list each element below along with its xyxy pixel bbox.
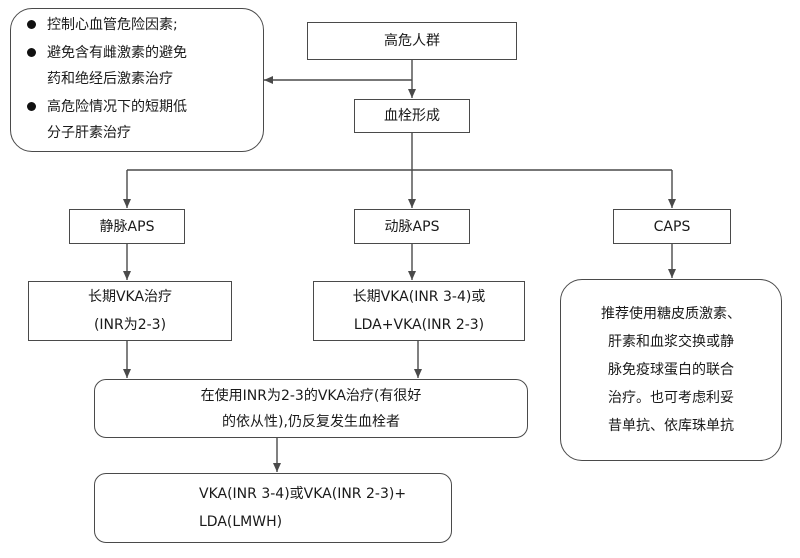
prevention-item: 避免含有雌激素的避免 药和绝经后激素治疗 <box>25 43 253 89</box>
bullet-icon <box>27 20 36 29</box>
arterial-treatment-text: 长期VKA(INR 3-4)或 <box>352 289 486 305</box>
escalation-text: VKA(INR 3-4)或VKA(INR 2-3)+ <box>199 486 407 502</box>
caps-box: CAPS <box>613 209 731 244</box>
prevention-text: 高危险情况下的短期低 <box>47 99 187 115</box>
venous-treatment-text: (INR为2-3) <box>93 317 167 333</box>
prevention-item: 控制心血管危险因素; <box>25 15 253 35</box>
prevention-text: 药和绝经后激素治疗 <box>47 71 173 87</box>
venous-aps-box: 静脉APS <box>69 209 185 244</box>
recurrence-text: 在使用INR为2-3的VKA治疗(有很好 <box>200 387 422 404</box>
high-risk-box: 高危人群 <box>307 22 517 60</box>
arterial-aps-label: 动脉APS <box>384 218 440 235</box>
thrombosis-box: 血栓形成 <box>354 99 470 133</box>
prevention-box: 控制心血管危险因素; 避免含有雌激素的避免 药和绝经后激素治疗 高危险情况下的短… <box>10 8 264 152</box>
arterial-aps-box: 动脉APS <box>354 209 470 244</box>
caps-label: CAPS <box>653 218 691 235</box>
arterial-treatment-box: 长期VKA(INR 3-4)或 LDA+VKA(INR 2-3) <box>313 281 525 341</box>
caps-treatment-text: 脉免疫球蛋白的联合 <box>608 362 734 378</box>
venous-treatment-box: 长期VKA治疗 (INR为2-3) <box>28 281 232 341</box>
arterial-treatment-text: LDA+VKA(INR 2-3) <box>353 317 485 333</box>
caps-treatment-text: 治疗。也可考虑利妥 <box>608 390 734 406</box>
recurrence-text: 的依从性),仍反复发生血栓者 <box>222 413 400 430</box>
venous-aps-label: 静脉APS <box>99 218 155 235</box>
thrombosis-label: 血栓形成 <box>384 108 440 124</box>
high-risk-label: 高危人群 <box>384 33 440 49</box>
escalation-text: LDA(LMWH) <box>199 514 283 530</box>
prevention-text: 避免含有雌激素的避免 <box>47 45 187 61</box>
bullet-icon <box>27 102 36 111</box>
venous-treatment-text: 长期VKA治疗 <box>87 289 173 305</box>
caps-treatment-text: 推荐使用糖皮质激素、 <box>601 306 741 322</box>
escalation-box: VKA(INR 3-4)或VKA(INR 2-3)+ LDA(LMWH) <box>94 473 452 543</box>
prevention-text: 分子肝素治疗 <box>47 125 131 141</box>
caps-treatment-text: 昔单抗、依库珠单抗 <box>608 418 734 434</box>
bullet-icon <box>27 48 36 57</box>
recurrence-box: 在使用INR为2-3的VKA治疗(有很好 的依从性),仍反复发生血栓者 <box>94 379 528 438</box>
caps-treatment-box: 推荐使用糖皮质激素、 肝素和血浆交换或静 脉免疫球蛋白的联合 治疗。也可考虑利妥… <box>560 279 782 461</box>
prevention-text: 控制心血管危险因素; <box>47 17 178 33</box>
caps-treatment-text: 肝素和血浆交换或静 <box>608 334 734 350</box>
prevention-item: 高危险情况下的短期低 分子肝素治疗 <box>25 97 253 143</box>
